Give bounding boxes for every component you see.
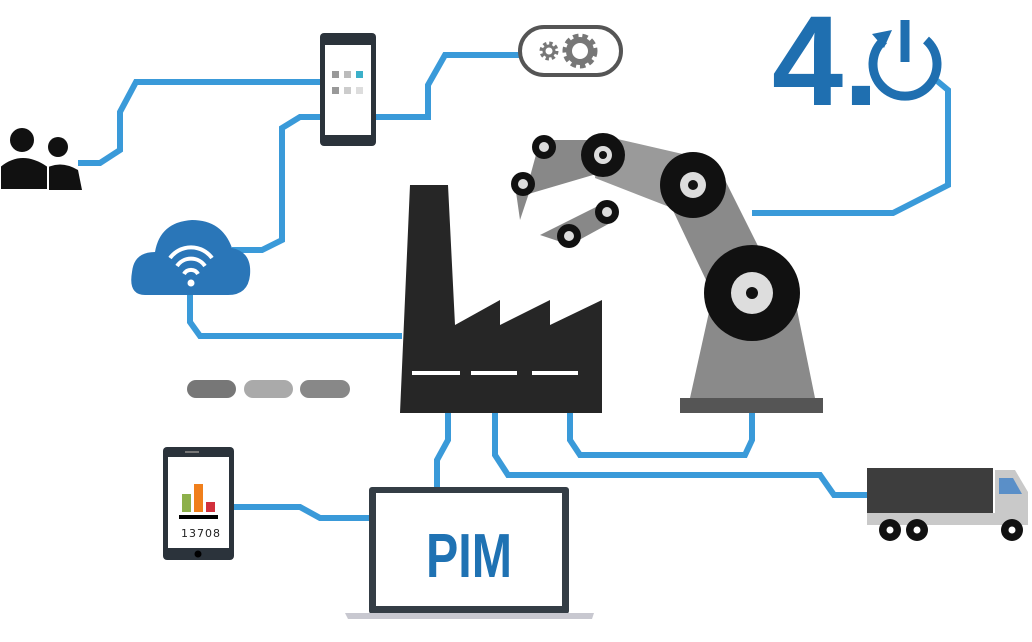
truck-icon — [867, 468, 1028, 541]
power-icon — [868, 20, 942, 101]
robot-arm-icon — [511, 133, 823, 413]
wire-phone-cloud — [232, 114, 322, 253]
wire-tablet-laptop — [232, 504, 374, 521]
connection-wires — [78, 52, 951, 521]
progress-pills — [187, 380, 350, 398]
smartphone-icon — [320, 33, 376, 146]
wire-people-phone — [78, 79, 322, 166]
chart-bar-red — [206, 502, 215, 512]
laptop-icon: PIM — [345, 487, 594, 619]
wire-factory-laptop — [434, 410, 451, 490]
wire-robot-logo — [752, 77, 951, 216]
tablet-icon: 13708 — [163, 447, 234, 560]
cloud-wifi-icon — [131, 220, 251, 295]
tablet-value: 13708 — [181, 527, 221, 540]
laptop-label: PIM — [426, 521, 512, 590]
logo-text: 4. — [772, 0, 879, 133]
wire-cloud-factory — [187, 292, 402, 339]
users-icon — [0, 126, 82, 191]
industry-4-logo: 4. — [772, 0, 942, 133]
wire-phone-gears — [374, 52, 522, 120]
chart-bar-orange — [194, 484, 203, 512]
chart-bar-green — [182, 494, 191, 512]
wire-factory-truck — [492, 410, 868, 498]
wire-factory-robot — [567, 410, 755, 458]
factory-icon — [400, 185, 602, 413]
settings-gears-icon — [518, 25, 623, 77]
